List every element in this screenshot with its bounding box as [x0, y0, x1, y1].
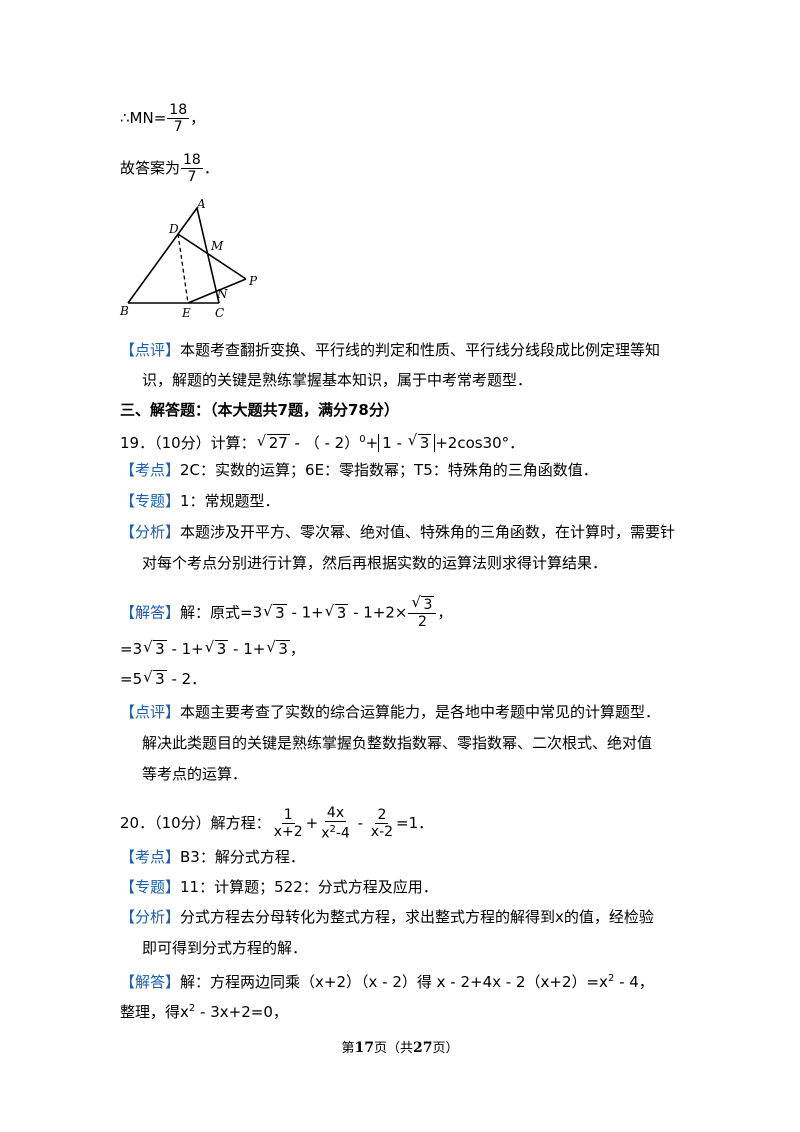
q19-fenxi-text2: 对每个考点分别进行计算，然后再根据实数的运算法则求得计算结果．: [142, 554, 608, 572]
q20-kaodian: 【考点】B3：解分式方程．: [120, 848, 305, 866]
segment-de-dashed: [177, 233, 189, 304]
q20-zhuanti: 【专题】11：计算题；522：分式方程及应用．: [120, 878, 438, 896]
segment-pe: [187, 278, 247, 304]
mn-numerator: 18: [167, 102, 190, 119]
label-e: E: [181, 306, 191, 320]
segment-ac: [196, 207, 220, 304]
fenxi-tag: 【分析】: [120, 908, 181, 926]
q19-fenxi-line1: 【分析】本题涉及开平方、零次幂、绝对值、特殊角的三角函数，在计算时，需要针: [120, 522, 675, 542]
segment-ba: [127, 207, 198, 304]
q19-zhuanti: 【专题】1：常规题型．: [120, 491, 280, 511]
label-m: M: [210, 239, 224, 253]
zhuanti-tag: 【专题】: [120, 492, 181, 510]
kaodian-tag: 【考点】: [120, 848, 181, 866]
q19-step2: =3√3 - 1+√3 - 1+√3，: [120, 638, 305, 658]
q19-stem-c: +: [365, 434, 379, 452]
q20-fenxi-line2: 即可得到分式方程的解．: [142, 939, 308, 957]
review18-text1: 本题考查翻折变换、平行线的判定和性质、平行线分线段成比例定理等知: [180, 341, 661, 359]
q19-kaodian-text: 2C：实数的运算；6E：零指数幂；T5：特殊角的三角函数值．: [180, 461, 598, 479]
label-b: B: [119, 304, 129, 318]
q19-stem: 19．（10分）计算：√27 - （ - 2）0+1 - √3+2cos30°．: [120, 430, 524, 453]
answer-denominator: 7: [187, 169, 197, 185]
q20-zhengli-line: 整理，得x2 - 3x+2=0，: [120, 1003, 288, 1021]
label-p: P: [248, 274, 258, 288]
q19-zero-exponent: 0: [359, 434, 366, 445]
q19-zhuanti-text: 1：常规题型．: [180, 492, 280, 510]
q19-kaodian: 【考点】2C：实数的运算；6E：零指数幂；T5：特殊角的三角函数值．: [120, 460, 598, 480]
review18-line1: 【点评】本题考查翻折变换、平行线的判定和性质、平行线分线段成比例定理等知: [120, 340, 660, 360]
review-tag: 【点评】: [120, 703, 181, 721]
jieda-tag: 【解答】: [120, 603, 181, 622]
mn-denominator: 7: [173, 119, 183, 135]
review-tag: 【点评】: [120, 341, 181, 359]
page-total: 27: [413, 1040, 433, 1056]
q19-stem-b: - （ - 2）: [289, 434, 360, 452]
label-n: N: [216, 287, 228, 301]
q19-dianping-line2: 解决此类题目的关键是熟练掌握负整数指数幂、零指数幂、二次根式、绝对值: [142, 734, 653, 752]
geometry-figure: A D M P B E C N: [119, 197, 258, 320]
answer-prefix: 故答案为: [120, 159, 181, 177]
q19-fenxi-text1: 本题涉及开平方、零次幂、绝对值、特殊角的三角函数，在计算时，需要针: [180, 523, 676, 541]
review18-line2: 识，解题的关键是熟练掌握基本知识，属于中考常考题型．: [142, 370, 532, 390]
zhuanti-tag: 【专题】: [120, 878, 181, 896]
label-d: D: [168, 222, 179, 236]
q19-stem-a: 19．（10分）计算：: [120, 434, 256, 452]
mn-prefix: ∴MN=: [120, 109, 167, 127]
q19-stem-d: +2cos30°．: [435, 434, 525, 452]
label-a: A: [196, 197, 206, 211]
page-number: 17: [354, 1040, 374, 1056]
mn-suffix: ，: [190, 109, 206, 127]
review18-text2: 识，解题的关键是熟练掌握基本知识，属于中考常考题型．: [142, 371, 533, 389]
q19-dianping-line1: 【点评】本题主要考查了实数的综合运算能力，是各地中考题中常见的计算题型．: [120, 703, 661, 721]
fenxi-tag: 【分析】: [120, 523, 181, 541]
page-footer: 第17页（共27页）: [341, 1040, 459, 1056]
segment-dp: [177, 233, 247, 280]
q20-fenxi-line1: 【分析】分式方程去分母转化为整式方程，求出整式方程的解得到x的值，经检验: [120, 908, 654, 926]
answer-suffix: ．: [203, 159, 219, 177]
section-heading: 三、解答题：（本大题共7题，满分78分）: [120, 400, 399, 420]
q20-jieda-line: 【解答】解：方程两边同乘（x+2）（x - 2）得 x - 2+4x - 2（x…: [120, 973, 654, 991]
jieda-tag: 【解答】: [120, 973, 181, 991]
q19-step3: =5√3 - 2．: [120, 668, 207, 688]
label-c: C: [215, 306, 224, 320]
kaodian-tag: 【考点】: [120, 461, 181, 479]
q19-absolute-value: 1 - √3: [378, 431, 436, 452]
section-title: 三、解答题：（本大题共7题，满分78分）: [120, 401, 399, 419]
q19-dianping-line3: 等考点的运算．: [142, 765, 248, 783]
sqrt-3: √3: [407, 431, 432, 452]
sqrt-27: √27: [256, 432, 290, 452]
answer-numerator: 18: [181, 152, 203, 169]
q19-fenxi-line2: 对每个考点分别进行计算，然后再根据实数的运算法则求得计算结果．: [142, 553, 607, 573]
q20-stem-a: 20．（10分）解方程：: [120, 813, 271, 832]
